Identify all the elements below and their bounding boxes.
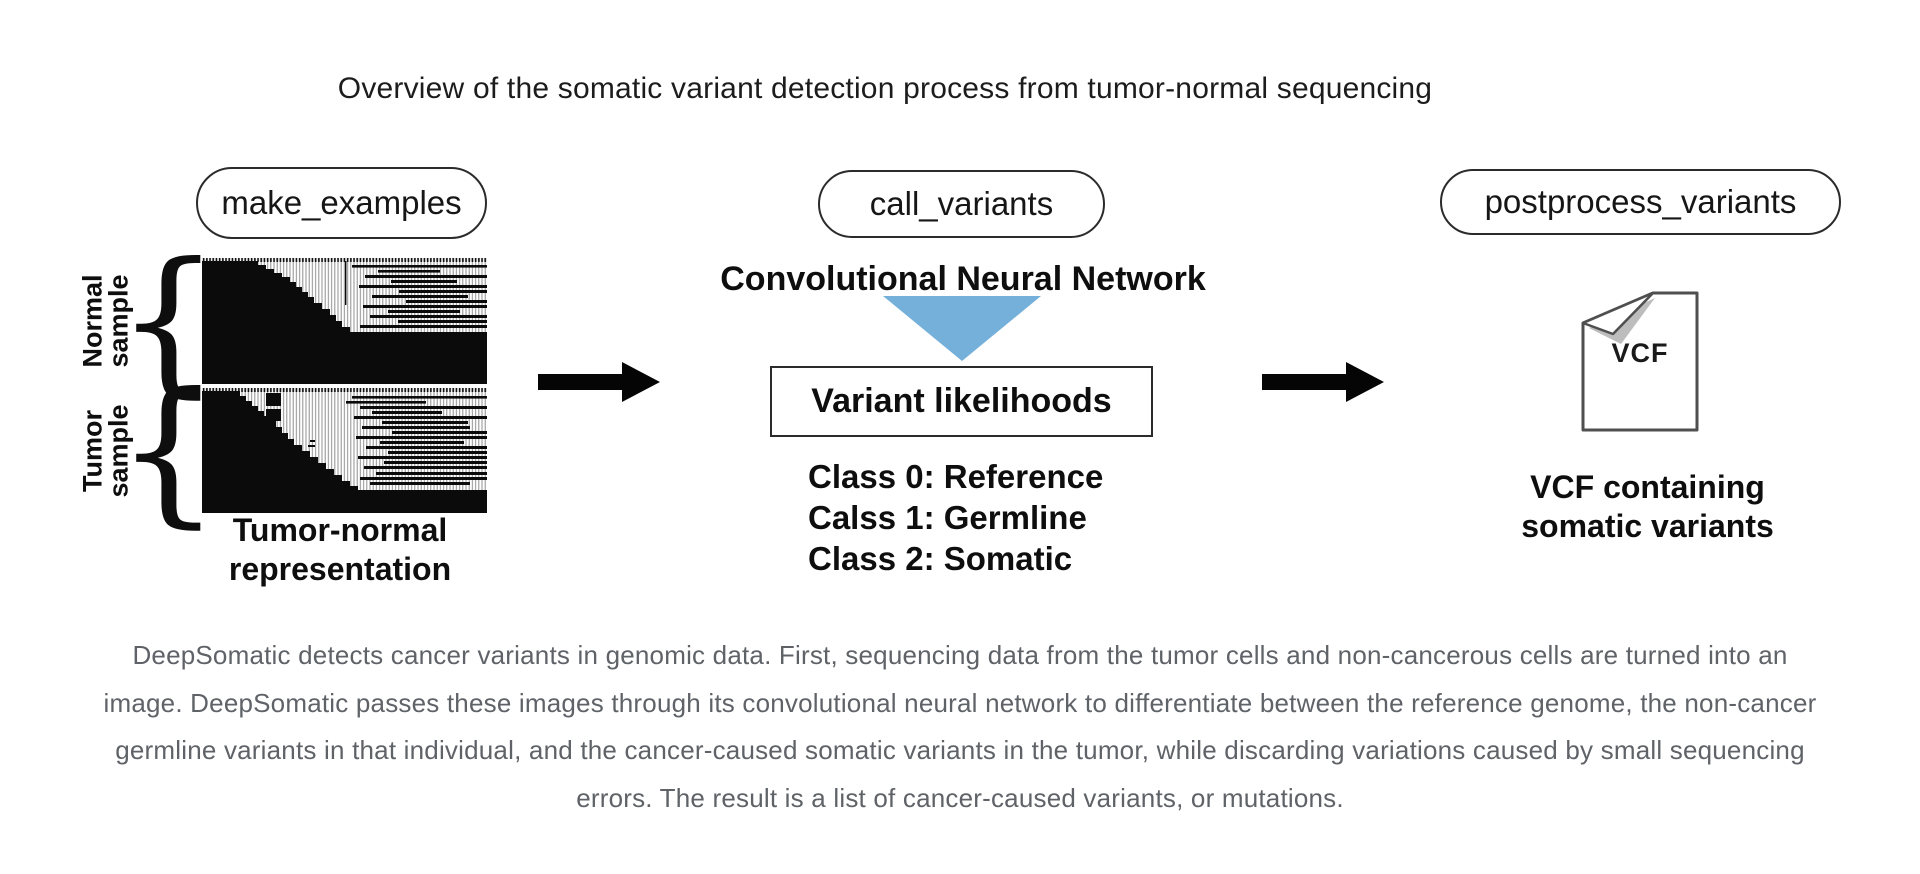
vcf-output-caption: VCF containing somatic variants [1495, 468, 1800, 546]
figure-description: DeepSomatic detects cancer variants in g… [20, 632, 1900, 822]
stage-pill-make-examples: make_examples [196, 167, 487, 239]
vcf-file-label: VCF [1611, 338, 1669, 368]
description-line3: germline variants in that individual, an… [115, 735, 1805, 765]
tumor-sample-pileup-image [202, 388, 487, 513]
tn-caption-line2: representation [228, 551, 452, 587]
description-line2: image. DeepSomatic passes these images t… [103, 687, 1817, 718]
stage-pill-postprocess-variants: postprocess_variants [1440, 169, 1841, 235]
arrow-right-icon [538, 362, 660, 402]
stage-pill-postprocess-variants-label: postprocess_variants [1484, 183, 1797, 220]
tumor-sample-label-line1: Tumor [78, 409, 108, 492]
normal-sample-pileup-image [202, 258, 487, 384]
tumor-sample-brace: { [115, 359, 221, 543]
tn-caption-line1: Tumor-normal [232, 512, 448, 548]
vcf-file-icon [1581, 291, 1699, 432]
normal-sample-label-line1: Normal [78, 274, 108, 368]
description-line1: DeepSomatic detects cancer variants in g… [132, 640, 1788, 670]
class-1-germline: Calss 1: Germline [808, 499, 1087, 536]
cnn-triangle-icon [883, 296, 1041, 361]
stage-pill-make-examples-label: make_examples [221, 184, 462, 221]
stage-pill-call-variants: call_variants [818, 170, 1105, 238]
tumor-normal-representation-caption: Tumor-normal representation [180, 511, 500, 589]
description-line4: errors. The result is a list of cancer-c… [576, 782, 1344, 813]
class-0-reference: Class 0: Reference [808, 458, 1104, 495]
variant-likelihoods-label: Variant likelihoods [811, 382, 1112, 420]
vcf-caption-line2: somatic variants [1521, 508, 1774, 544]
variant-likelihoods-box: Variant likelihoods [770, 366, 1153, 437]
cnn-label: Convolutional Neural Network [720, 260, 1206, 298]
arrow-right-icon [1262, 362, 1384, 402]
vcf-caption-line1: VCF containing [1530, 469, 1765, 505]
figure-title: Overview of the somatic variant detectio… [337, 72, 1433, 105]
stage-pill-call-variants-label: call_variants [869, 185, 1054, 222]
class-2-somatic: Class 2: Somatic [808, 540, 1073, 577]
class-list: Class 0: Reference Calss 1: Germline Cla… [808, 456, 1103, 579]
